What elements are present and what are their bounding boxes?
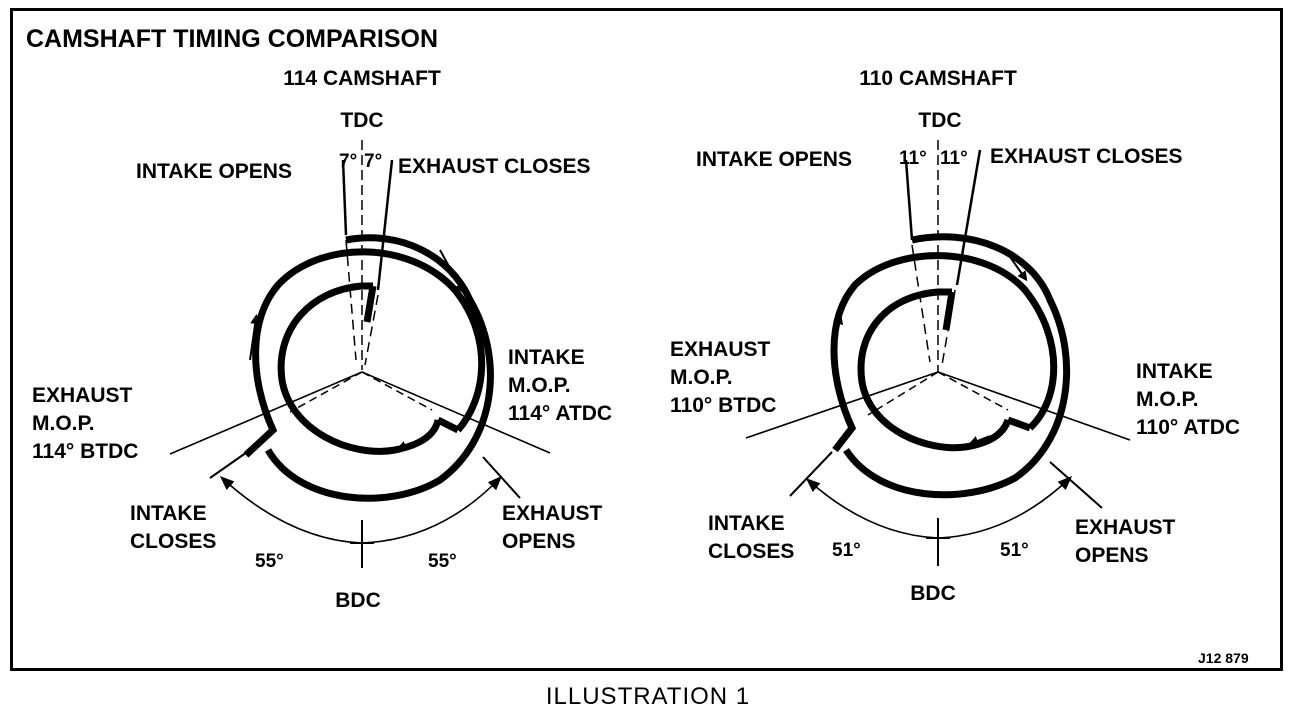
exhaust-event-arc [843,233,1070,499]
intake-closes-label: INTAKE CLOSES [130,502,216,553]
camshaft-heading: 110 CAMSHAFT [859,67,1017,90]
intake-opens-degrees: 11° [899,148,927,169]
exhaust-opens-degrees: 55° [428,551,457,572]
exhaust-opens-label: EXHAUST OPENS [1075,516,1181,567]
intake-opens-degrees: 7° [339,151,357,172]
bdc-degree-arc [219,475,503,544]
intake-opens-line [904,159,914,241]
illustration-caption: ILLUSTRATION 1 [545,683,751,710]
intake-closes-line [209,449,251,479]
intake-mop-line [937,371,1131,441]
inner-intake-arc [277,282,442,455]
exhaust-event-arc [264,234,494,502]
exhaust-closes-line [955,149,982,286]
bdc-label: BDC [335,589,381,612]
exhaust-closes-degrees: 7° [364,151,382,172]
inner-intake-arc [857,288,1012,452]
exhaust-opens-line [482,456,521,499]
intake-opens-label: INTAKE OPENS [136,160,292,183]
intake-opens-label: INTAKE OPENS [696,148,852,171]
diagram-title: CAMSHAFT TIMING COMPARISON [26,25,438,53]
exhaust-opens-line [1049,461,1103,509]
intake-mop-label: INTAKE M.O.P. 114° ATDC [508,346,612,425]
intake-closes-label: INTAKE CLOSES [708,512,794,563]
tdc-label: TDC [918,109,961,132]
intake-closes-line [789,451,833,497]
exhaust-mop-label: EXHAUST M.O.P. 114° BTDC [32,384,138,463]
exhaust-closes-degrees: 11° [940,148,968,169]
exhaust-closes-line [376,159,394,291]
figure-code: J12 879 [1198,650,1249,666]
intake-mop-line [361,371,551,454]
camshaft-heading: 114 CAMSHAFT [283,67,441,90]
intake-mop-label: INTAKE M.O.P. 110° ATDC [1136,360,1240,439]
tdc-label: TDC [340,109,383,132]
diagram-110-camshaft: 110 CAMSHAFT TDC INTAKE OPENS 11° 11° EX… [670,67,1240,605]
intake-opens-line [341,159,348,236]
diagram-114-camshaft: 114 CAMSHAFT TDC INTAKE OPENS 7° 7° EXHA… [32,67,612,612]
exhaust-opens-degrees: 51° [1000,540,1029,561]
bdc-label: BDC [910,582,956,605]
diagram-frame [10,8,1283,671]
exhaust-closes-label: EXHAUST CLOSES [398,155,591,178]
exhaust-mop-label: EXHAUST M.O.P. 110° BTDC [670,338,776,417]
intake-closes-degrees: 51° [832,540,861,561]
intake-closes-degrees: 55° [255,551,284,572]
exhaust-opens-label: EXHAUST OPENS [502,502,608,553]
intake-event-arc [243,248,486,458]
bdc-degree-arc [805,476,1073,539]
exhaust-closes-label: EXHAUST CLOSES [990,145,1183,168]
intake-event-arc [830,252,1058,453]
